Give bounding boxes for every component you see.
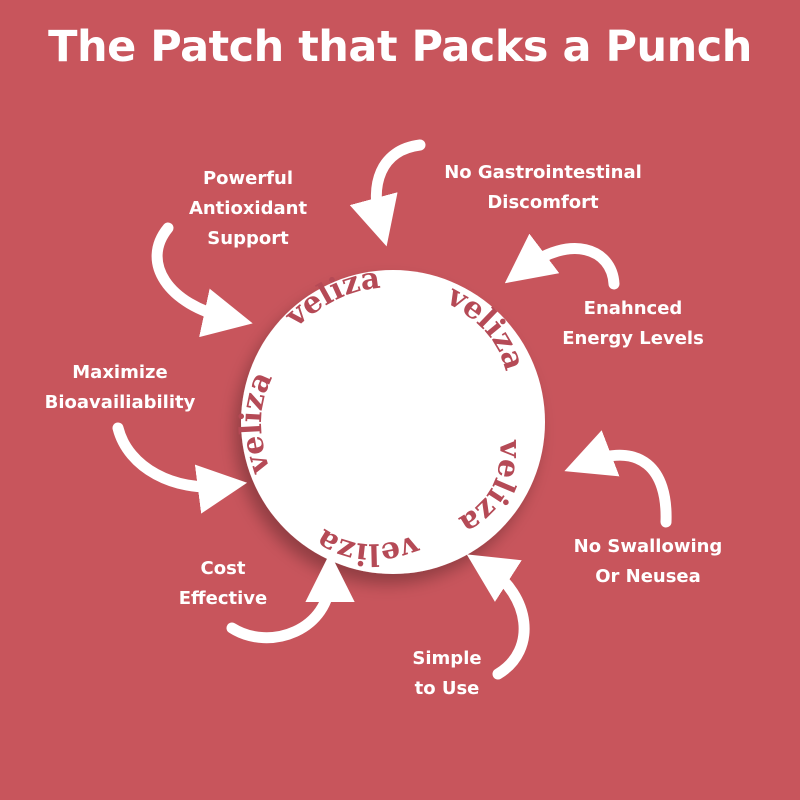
benefit-line: Or Neusea <box>595 566 701 587</box>
page-title: The Patch that Packs a Punch <box>48 22 752 72</box>
benefit-energy: Enahnced Energy Levels <box>538 294 728 354</box>
curved-arrow-icon <box>151 222 253 338</box>
benefit-line: Powerful <box>202 168 294 189</box>
benefit-line: Antioxidant <box>188 198 308 219</box>
benefit-cost-effective: Cost Effective <box>168 554 278 614</box>
benefit-line: Effective <box>178 588 268 609</box>
benefit-line: Support <box>207 228 289 249</box>
curved-arrow-icon <box>466 554 530 680</box>
benefit-line: Enahnced <box>583 298 683 319</box>
curved-arrow-icon <box>226 552 355 644</box>
benefit-line: Energy Levels <box>562 328 704 349</box>
benefit-line: Maximize <box>72 362 168 383</box>
benefit-line: No Swallowing <box>573 536 723 557</box>
benefit-antioxidant: Powerful Antioxidant Support <box>168 164 328 254</box>
benefit-line: to Use <box>414 678 480 699</box>
curved-arrow-icon <box>504 233 620 290</box>
benefit-simple-to-use: Simple to Use <box>392 644 502 704</box>
benefit-line: Simple <box>412 648 482 669</box>
curved-arrow-icon <box>112 422 248 514</box>
benefit-bioavailability: Maximize Bioavailiability <box>20 358 220 418</box>
patch-circle <box>241 270 545 574</box>
curved-arrow-icon <box>564 430 672 528</box>
curved-arrow-icon <box>349 139 426 247</box>
benefit-line: Discomfort <box>487 192 599 213</box>
benefit-line: Cost <box>200 558 246 579</box>
benefit-gastrointestinal: No Gastrointestinal Discomfort <box>418 158 668 218</box>
benefit-no-swallowing: No Swallowing Or Neusea <box>548 532 748 592</box>
benefit-line: Bioavailiability <box>44 392 196 413</box>
benefit-line: No Gastrointestinal <box>444 162 642 183</box>
